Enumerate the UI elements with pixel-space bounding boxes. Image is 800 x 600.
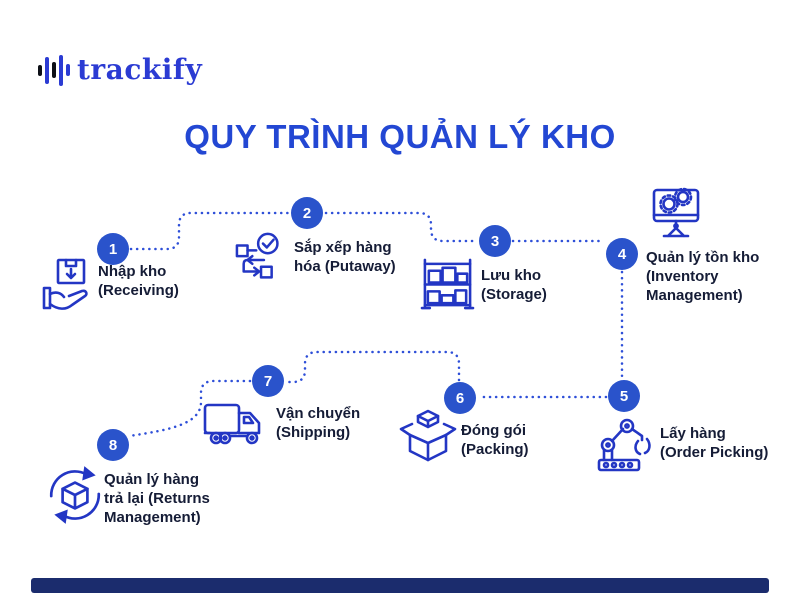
- step-2-label-line1: Sắp xếp hàng: [294, 239, 392, 256]
- step-7-label-line1: Vận chuyển: [276, 405, 361, 422]
- storage-shelf-icon: [420, 256, 475, 311]
- step-5-label-line2: (Order Picking): [660, 444, 769, 461]
- page-title: QUY TRÌNH QUẢN LÝ KHO: [184, 118, 616, 155]
- hand-receiving-box-icon: [42, 258, 98, 314]
- footer-accent-bar: [31, 578, 769, 593]
- step-6-label: Đóng gói (Packing): [461, 421, 529, 459]
- step-3-label-line1: Lưu kho: [481, 267, 542, 284]
- open-box-icon: [399, 408, 457, 466]
- connector-6-7: [284, 350, 461, 384]
- step-4-label: Quản lý tồn kho (Inventory Management): [646, 248, 759, 305]
- box-return-arrows-icon: [44, 464, 106, 526]
- step-7-label: Vận chuyển (Shipping): [276, 404, 360, 442]
- putaway-flowchart-check-icon: [235, 232, 289, 286]
- step-4-label-line2: (Inventory: [646, 268, 719, 285]
- step-2-label: Sắp xếp hàng hóa (Putaway): [294, 238, 396, 276]
- step-6-label-line1: Đóng gói: [461, 422, 526, 439]
- step-1-label: Nhập kho (Receiving): [98, 262, 179, 300]
- step-1-label-line2: (Receiving): [98, 282, 179, 299]
- connector-2-3: [324, 211, 479, 243]
- step-7-label-line2: (Shipping): [276, 424, 351, 441]
- step-3-number-badge: 3: [479, 225, 511, 257]
- step-8-label-line1: Quản lý hàng: [104, 471, 200, 488]
- step-4-label-line3: Management): [646, 287, 743, 304]
- step-5-label-line1: Lấy hàng: [660, 425, 726, 442]
- step-8-label-line3: Management): [104, 509, 201, 526]
- brand-name: trackify: [77, 53, 203, 86]
- robot-arm-icon: [595, 414, 655, 474]
- step-5-label: Lấy hàng (Order Picking): [660, 424, 768, 462]
- step-4-label-line1: Quản lý tồn kho: [646, 249, 760, 266]
- step-3-label-line2: (Storage): [481, 286, 547, 303]
- brand-logo: trackify: [38, 52, 202, 88]
- step-1-label-line1: Nhập kho: [98, 263, 167, 280]
- step-3-label: Lưu kho (Storage): [481, 266, 547, 304]
- step-8-number-badge: 8: [97, 429, 129, 461]
- step-8-label-line2: trả lại (Returns: [104, 490, 210, 507]
- step-4-number-badge: 4: [606, 238, 638, 270]
- step-6-number-badge: 6: [444, 382, 476, 414]
- step-2-number-badge: 2: [291, 197, 323, 229]
- step-8-label: Quản lý hàng trả lại (Returns Management…: [104, 470, 210, 527]
- step-6-label-line2: (Packing): [461, 441, 529, 458]
- step-5-number-badge: 5: [608, 380, 640, 412]
- truck-icon: [203, 400, 267, 448]
- step-1-number-badge: 1: [97, 233, 129, 265]
- step-7-number-badge: 7: [252, 365, 284, 397]
- monitor-gears-icon: [648, 186, 704, 242]
- soundwave-bars-icon: [38, 52, 70, 88]
- step-2-label-line2: hóa (Putaway): [294, 258, 396, 275]
